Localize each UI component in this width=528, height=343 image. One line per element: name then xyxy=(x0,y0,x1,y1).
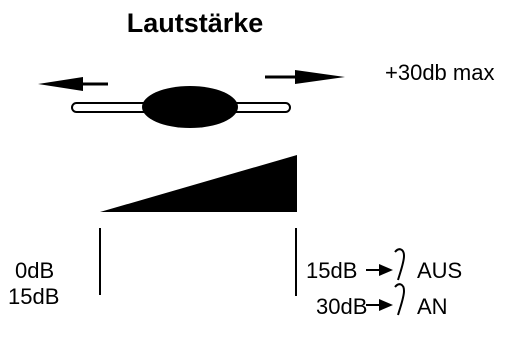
row1-arrow-icon xyxy=(379,264,393,276)
row2-level: 30dB xyxy=(316,294,368,319)
arrow-left-icon xyxy=(38,77,83,91)
volume-ramp-icon xyxy=(100,155,297,212)
row2-arrow-icon xyxy=(379,299,393,311)
row1-level: 15dB xyxy=(306,258,358,283)
row2-state: AN xyxy=(417,294,448,319)
arrow-right-icon xyxy=(295,70,345,84)
left-label-bottom: 15dB xyxy=(8,284,60,309)
page-title: Lautstärke xyxy=(126,8,264,38)
left-label-top: 0dB xyxy=(15,258,55,283)
row1-state: AUS xyxy=(417,258,463,283)
slider-knob-icon[interactable] xyxy=(142,86,238,128)
ear-icon xyxy=(394,248,406,281)
ear-icon xyxy=(394,283,406,316)
max-gain-label: +30db max xyxy=(385,60,495,85)
